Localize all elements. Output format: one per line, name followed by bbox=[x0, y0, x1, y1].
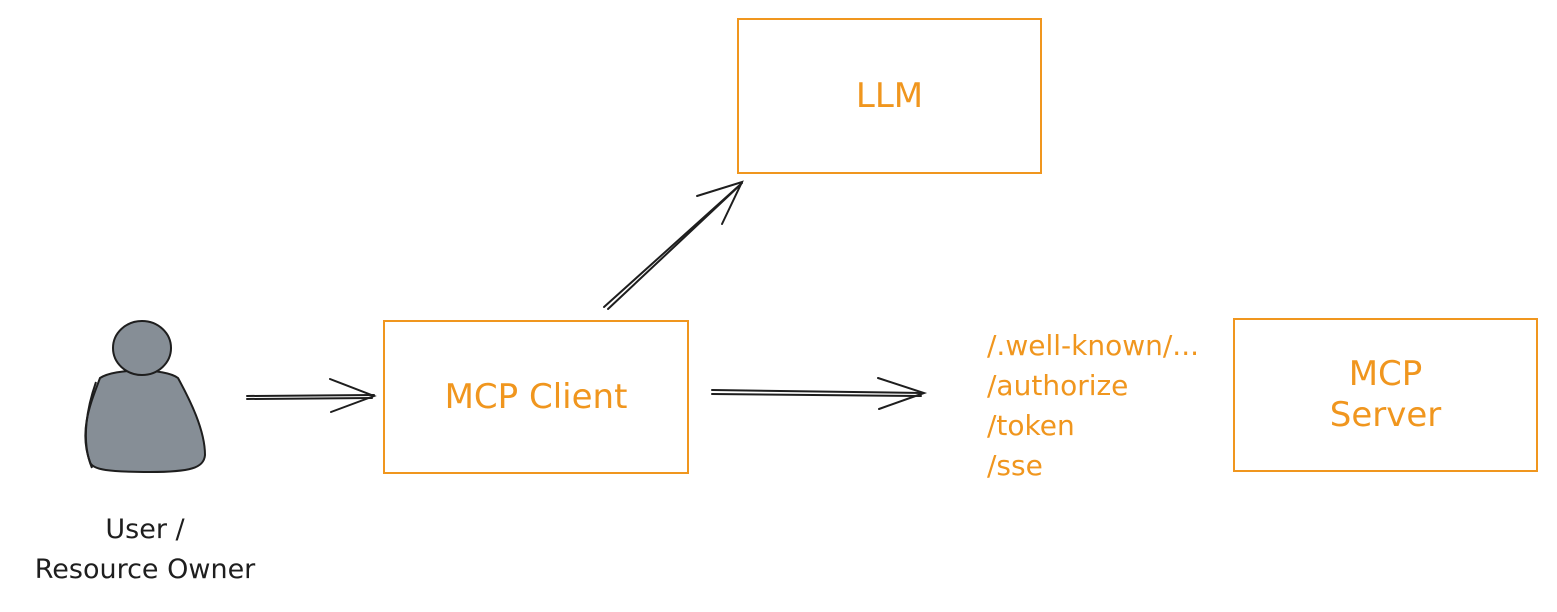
mcp-server-label: MCP Server bbox=[1330, 354, 1442, 436]
mcp-client-label: MCP Client bbox=[444, 376, 628, 417]
mcp-client-node: MCP Client bbox=[383, 320, 689, 474]
user-person-icon bbox=[84, 320, 207, 474]
llm-label: LLM bbox=[855, 75, 924, 116]
endpoint-well-known: /.well-known/... bbox=[987, 329, 1199, 362]
mcp-server-label-line1: MCP bbox=[1348, 354, 1423, 395]
mcp-server-label-line2: Server bbox=[1329, 395, 1442, 435]
mcp-server-node: MCP Server bbox=[1233, 318, 1538, 472]
user-label-line1: User / bbox=[105, 514, 185, 545]
llm-node: LLM bbox=[737, 18, 1042, 174]
endpoint-token: /token bbox=[987, 409, 1075, 442]
endpoint-authorize: /authorize bbox=[987, 369, 1129, 402]
arrow-client-to-server bbox=[711, 377, 928, 410]
endpoint-sse: /sse bbox=[987, 449, 1043, 482]
user-label: User / Resource Owner bbox=[0, 510, 290, 590]
arrow-client-to-llm bbox=[603, 180, 744, 310]
user-label-line2: Resource Owner bbox=[34, 554, 256, 585]
server-endpoints-list: /.well-known/... /authorize /token /sse bbox=[987, 326, 1199, 486]
arrow-user-to-client bbox=[246, 378, 377, 413]
